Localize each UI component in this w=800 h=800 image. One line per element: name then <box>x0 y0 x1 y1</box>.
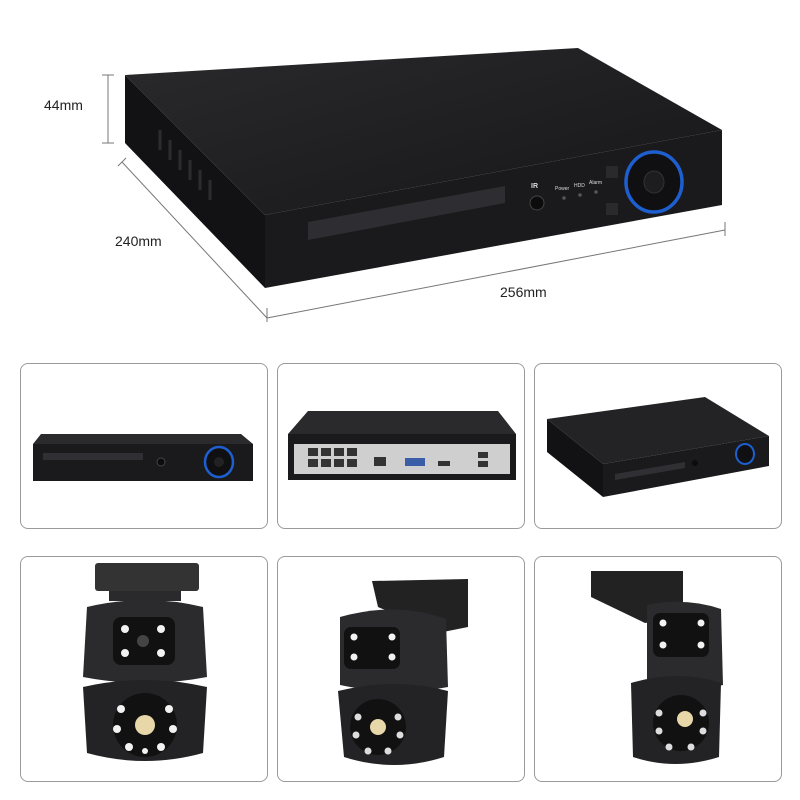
indicator-hdd-label: HDD <box>574 183 585 189</box>
thumbnail-nvr-angle[interactable] <box>534 363 782 529</box>
indicator-power-label: Power <box>555 186 570 192</box>
dimension-lines <box>102 74 726 322</box>
thumbnail-nvr-rear[interactable] <box>277 363 525 529</box>
thumbnail-camera-front[interactable] <box>20 556 268 782</box>
ir-receiver-icon <box>529 195 545 211</box>
width-dimension-label: 256mm <box>500 284 547 300</box>
indicator-alarm-label: Alarm <box>589 180 603 186</box>
power-led <box>562 196 566 200</box>
thumbnail-nvr-front[interactable] <box>20 363 268 529</box>
nvr-left-side <box>125 75 265 288</box>
nvr-top-face <box>125 48 722 215</box>
front-button-top <box>606 166 618 178</box>
thumbnail-camera-side[interactable] <box>277 556 525 782</box>
front-button-bottom <box>606 203 618 215</box>
thumbnail-camera-angle[interactable] <box>534 556 782 782</box>
nvr-main-illustration <box>102 48 726 322</box>
alarm-led <box>594 190 598 194</box>
height-dimension-label: 44mm <box>44 97 83 113</box>
depth-dimension-label: 240mm <box>115 233 162 249</box>
front-ir-label: IR <box>531 183 538 190</box>
vent-slots <box>158 130 212 200</box>
nav-pad-center-button <box>643 170 665 194</box>
hdd-led <box>578 193 582 197</box>
front-slot <box>308 186 505 240</box>
